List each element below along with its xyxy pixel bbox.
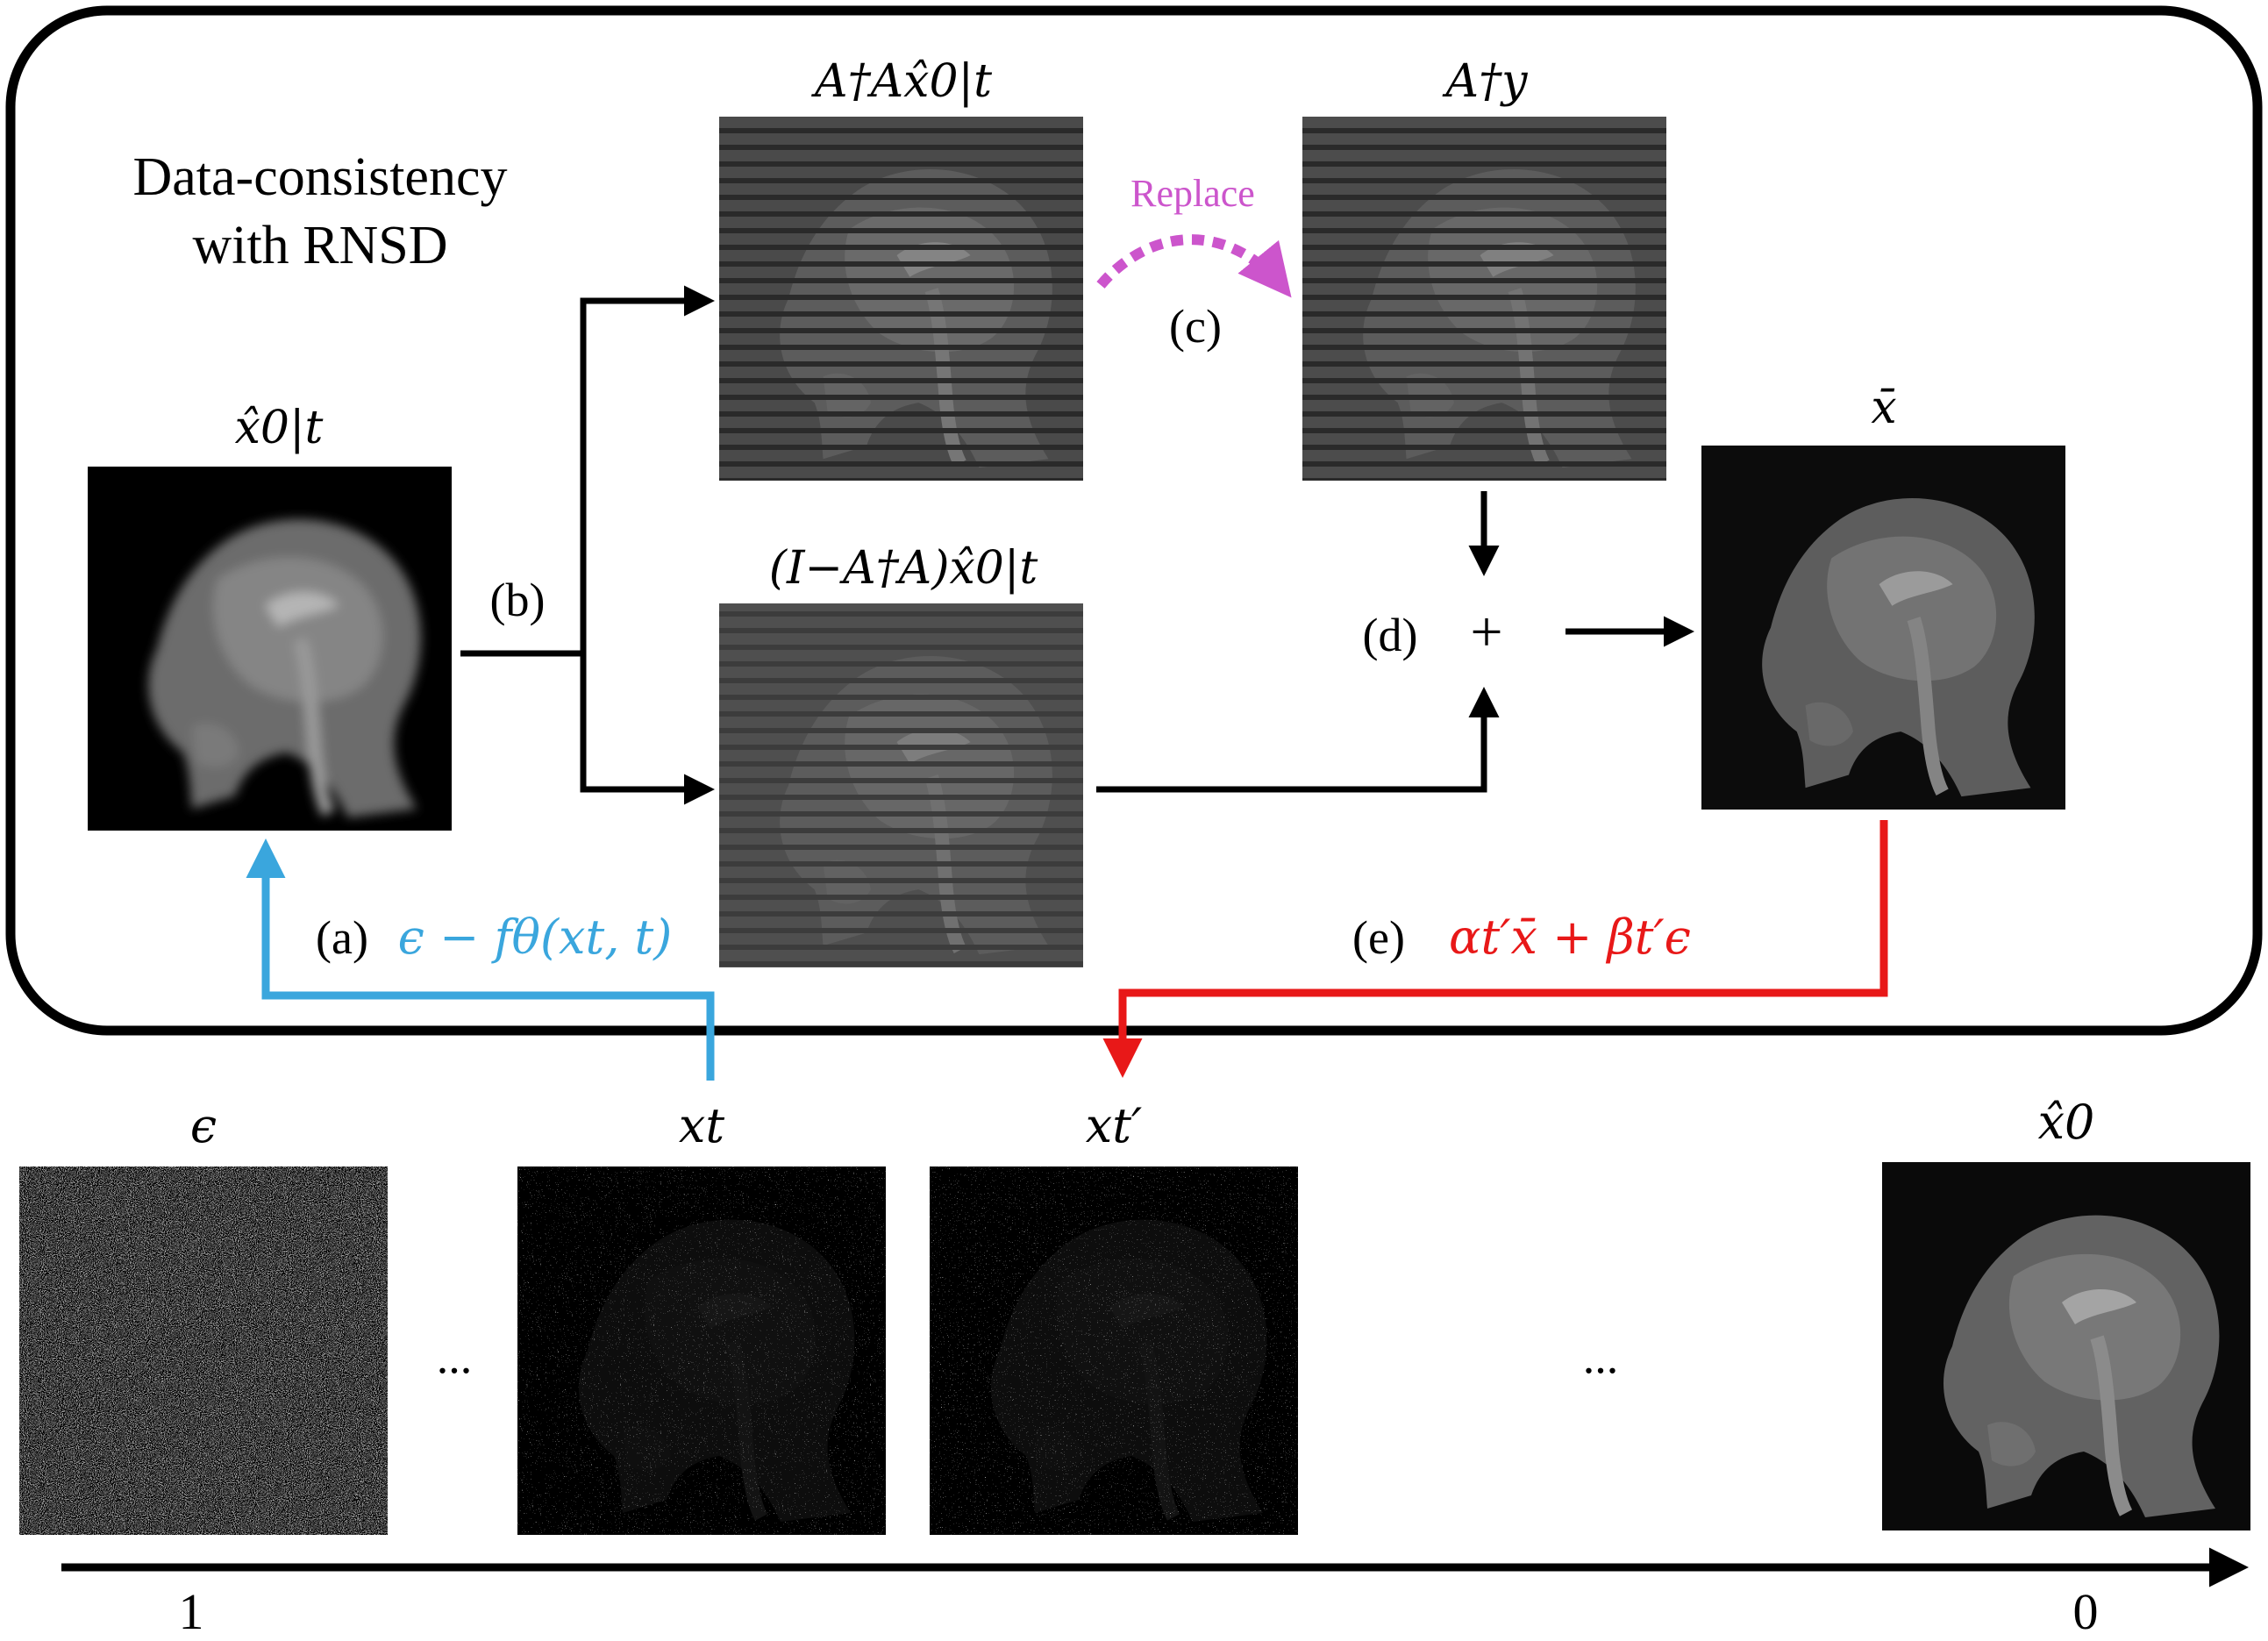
- step-c-tag: (c): [1169, 300, 1222, 353]
- arrow-e: [1102, 820, 1888, 1078]
- step-a-tag: (a): [316, 911, 368, 964]
- panel-x-bar: [1701, 446, 2065, 810]
- panel-measurement: [1302, 117, 1666, 481]
- panel-null-space: [719, 603, 1083, 967]
- image-x0: [1882, 1162, 2250, 1530]
- rnsd-frame: [5, 5, 2263, 1036]
- label-measurement: A†y: [1443, 55, 1529, 108]
- step-d-tag: (d): [1363, 609, 1418, 661]
- ellipsis-left: ...: [437, 1331, 473, 1383]
- step-e-tag: (e): [1352, 911, 1405, 964]
- label-xt: xt: [679, 1098, 724, 1153]
- arrow-b-lower: [580, 653, 715, 805]
- label-x-hat-0t: x̂0|t: [235, 402, 324, 454]
- step-e-formula: αt′x̄ + βt′ϵ: [1449, 910, 1691, 965]
- step-a-formula: ϵ − fθ(xt, t): [398, 910, 673, 965]
- frame-title-line2: with RNSD: [192, 216, 447, 275]
- arrow-b-upper: [580, 285, 715, 653]
- panel-projected: [719, 117, 1083, 481]
- image-xt: [517, 1167, 886, 1535]
- arrow-a: [246, 838, 715, 1081]
- time-axis-start: 1: [179, 1583, 204, 1640]
- arrow-c-replace: [1096, 234, 1292, 298]
- step-c-note: Replace: [1130, 172, 1255, 215]
- image-xtp: [930, 1167, 1298, 1535]
- step-b-tag: (b): [490, 574, 546, 626]
- time-axis-end: 0: [2073, 1583, 2099, 1640]
- label-null-space: (I−A†A)x̂0|t: [769, 542, 1038, 595]
- image-eps: [19, 1167, 388, 1535]
- label-xtp: xt′: [1086, 1098, 1142, 1153]
- frame-title-line1: Data-consistency: [133, 147, 508, 207]
- panel-x-hat-0t: [88, 467, 452, 831]
- label-projected: A†Ax̂0|t: [811, 55, 992, 108]
- sum-operator: +: [1470, 600, 1502, 664]
- arrow-d-up: [1096, 687, 1500, 793]
- label-eps: ϵ: [190, 1098, 217, 1153]
- label-x0: x̂0: [2038, 1095, 2095, 1150]
- label-x-bar: x̄: [1871, 382, 1896, 434]
- ellipsis-right: ...: [1583, 1331, 1619, 1383]
